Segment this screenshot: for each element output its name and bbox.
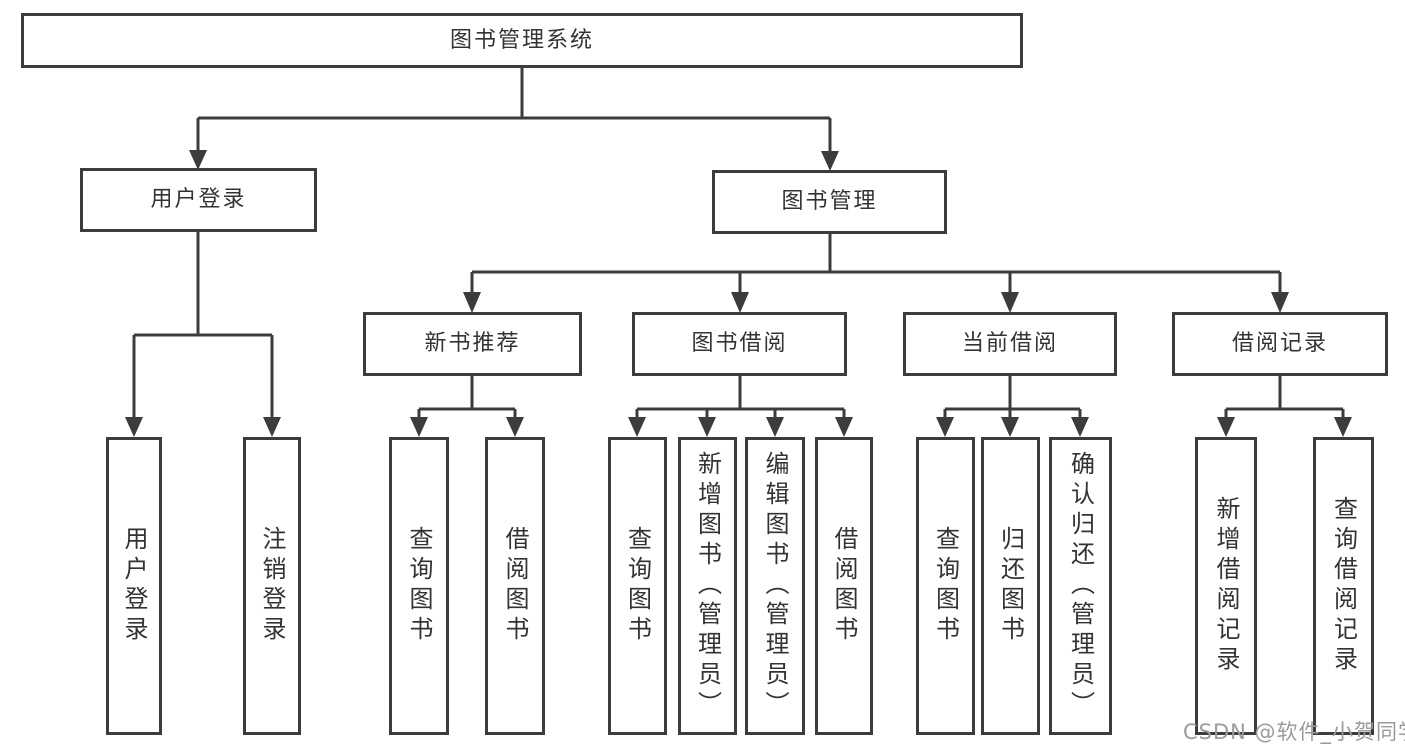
leaf-query-borrow-record: 查询借阅记录	[1313, 437, 1374, 735]
connector-book-borrowing-to-leaves	[628, 376, 853, 437]
leaf-return-books-label: 归还图书	[996, 526, 1025, 646]
node-current-borrowing: 当前借阅	[903, 312, 1117, 376]
leaf-edit-book-admin: 编辑图书（管理员）	[745, 437, 805, 735]
leaf-borrow-books-recommend-label: 借阅图书	[501, 526, 529, 646]
leaf-add-book-admin: 新增图书（管理员）	[678, 437, 737, 735]
node-book-borrowing: 图书借阅	[632, 312, 847, 376]
connector-user-login-to-leaves	[125, 232, 281, 437]
connector-current-borrowing-to-leaves	[936, 376, 1089, 437]
leaf-add-book-admin-label: 新增图书（管理员）	[693, 451, 722, 721]
leaf-add-borrow-record: 新增借阅记录	[1195, 437, 1257, 735]
leaf-edit-book-admin-label: 编辑图书（管理员）	[761, 451, 789, 721]
leaf-query-books-recommend: 查询图书	[389, 437, 449, 735]
leaf-logout: 注销登录	[243, 437, 301, 735]
node-user-login: 用户登录	[80, 168, 317, 232]
leaf-confirm-return-admin-label: 确认归还（管理员）	[1066, 451, 1095, 721]
leaf-borrow-books-borrowing-label: 借阅图书	[830, 526, 858, 646]
leaf-borrow-books-recommend: 借阅图书	[485, 437, 545, 735]
node-book-management: 图书管理	[712, 170, 947, 234]
watermark-text: CSDN @软件_小贺同学	[1183, 720, 1405, 744]
leaf-user-login-label: 用户登录	[120, 526, 148, 646]
node-current-borrowing-label: 当前借阅	[961, 331, 1058, 356]
node-new-book-recommend-label: 新书推荐	[424, 331, 521, 356]
connector-book-management-to-level3	[463, 234, 1289, 313]
leaf-query-books-borrowing: 查询图书	[608, 437, 667, 735]
connector-borrowing-records-to-leaves	[1217, 376, 1352, 437]
leaf-query-books-borrowing-label: 查询图书	[623, 526, 652, 646]
leaf-add-borrow-record-label: 新增借阅记录	[1212, 496, 1240, 676]
leaf-return-books: 归还图书	[981, 437, 1040, 735]
connector-root-to-level2	[189, 68, 839, 171]
node-new-book-recommend: 新书推荐	[363, 312, 582, 376]
node-borrowing-records: 借阅记录	[1172, 312, 1388, 376]
leaf-query-books-current-label: 查询图书	[931, 526, 960, 646]
leaf-user-login: 用户登录	[106, 437, 162, 735]
node-user-login-label: 用户登录	[150, 187, 247, 212]
leaf-borrow-books-borrowing: 借阅图书	[815, 437, 873, 735]
leaf-confirm-return-admin: 确认归还（管理员）	[1049, 437, 1112, 735]
leaf-logout-label: 注销登录	[258, 526, 286, 646]
node-library-system-label: 图书管理系统	[449, 27, 594, 53]
node-book-borrowing-label: 图书借阅	[691, 331, 788, 356]
connector-new-book-recommend-to-leaves	[410, 376, 524, 437]
node-book-management-label: 图书管理	[781, 189, 878, 214]
leaf-query-books-recommend-label: 查询图书	[405, 526, 433, 646]
node-library-system: 图书管理系统	[21, 13, 1023, 68]
node-borrowing-records-label: 借阅记录	[1231, 331, 1328, 356]
leaf-query-books-current: 查询图书	[916, 437, 975, 735]
leaf-query-borrow-record-label: 查询借阅记录	[1329, 496, 1358, 676]
